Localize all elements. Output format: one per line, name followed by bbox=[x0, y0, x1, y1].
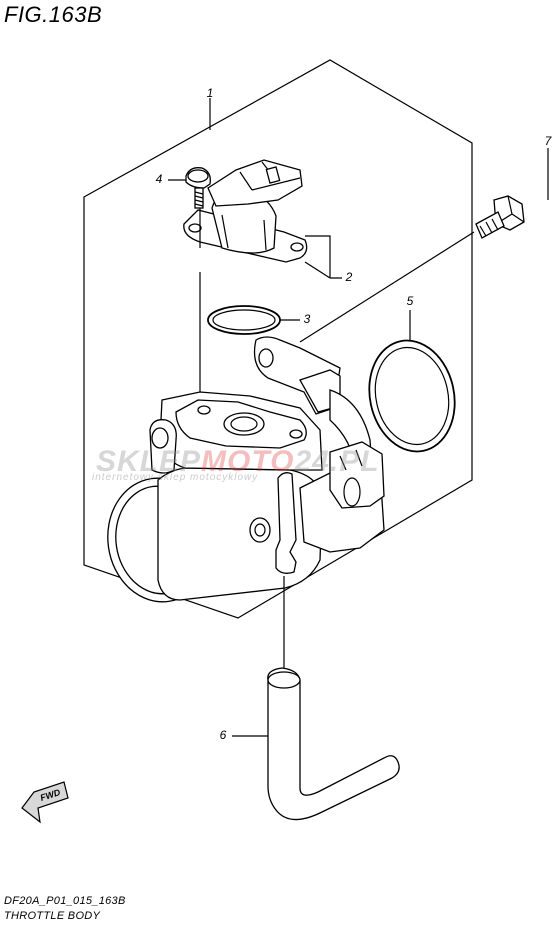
figure-title: FIG.163B bbox=[4, 2, 103, 27]
drawing-name: THROTTLE BODY bbox=[4, 910, 101, 922]
throttle-body bbox=[107, 336, 385, 603]
intake-gasket bbox=[368, 339, 456, 453]
watermark: SKLEPMOTO24.PL bbox=[96, 445, 380, 478]
drawing-code: DF20A_P01_015_163B bbox=[4, 895, 126, 907]
callout-6: 6 bbox=[219, 728, 227, 742]
callout-2: 2 bbox=[345, 270, 353, 284]
fwd-arrow bbox=[21, 781, 69, 824]
callout-3: 3 bbox=[303, 312, 311, 326]
assembly-frame bbox=[83, 59, 473, 619]
watermark-subtitle: internetowy sklep motocyklowy bbox=[92, 472, 259, 483]
sensor-screw bbox=[185, 167, 211, 405]
callout-4: 4 bbox=[155, 172, 163, 186]
callout-5: 5 bbox=[406, 294, 414, 308]
callout-7: 7 bbox=[544, 134, 552, 148]
callout-1: 1 bbox=[206, 86, 214, 100]
breather-hose bbox=[267, 667, 400, 821]
throttle-position-sensor bbox=[183, 159, 308, 263]
mounting-bolt bbox=[475, 195, 525, 239]
